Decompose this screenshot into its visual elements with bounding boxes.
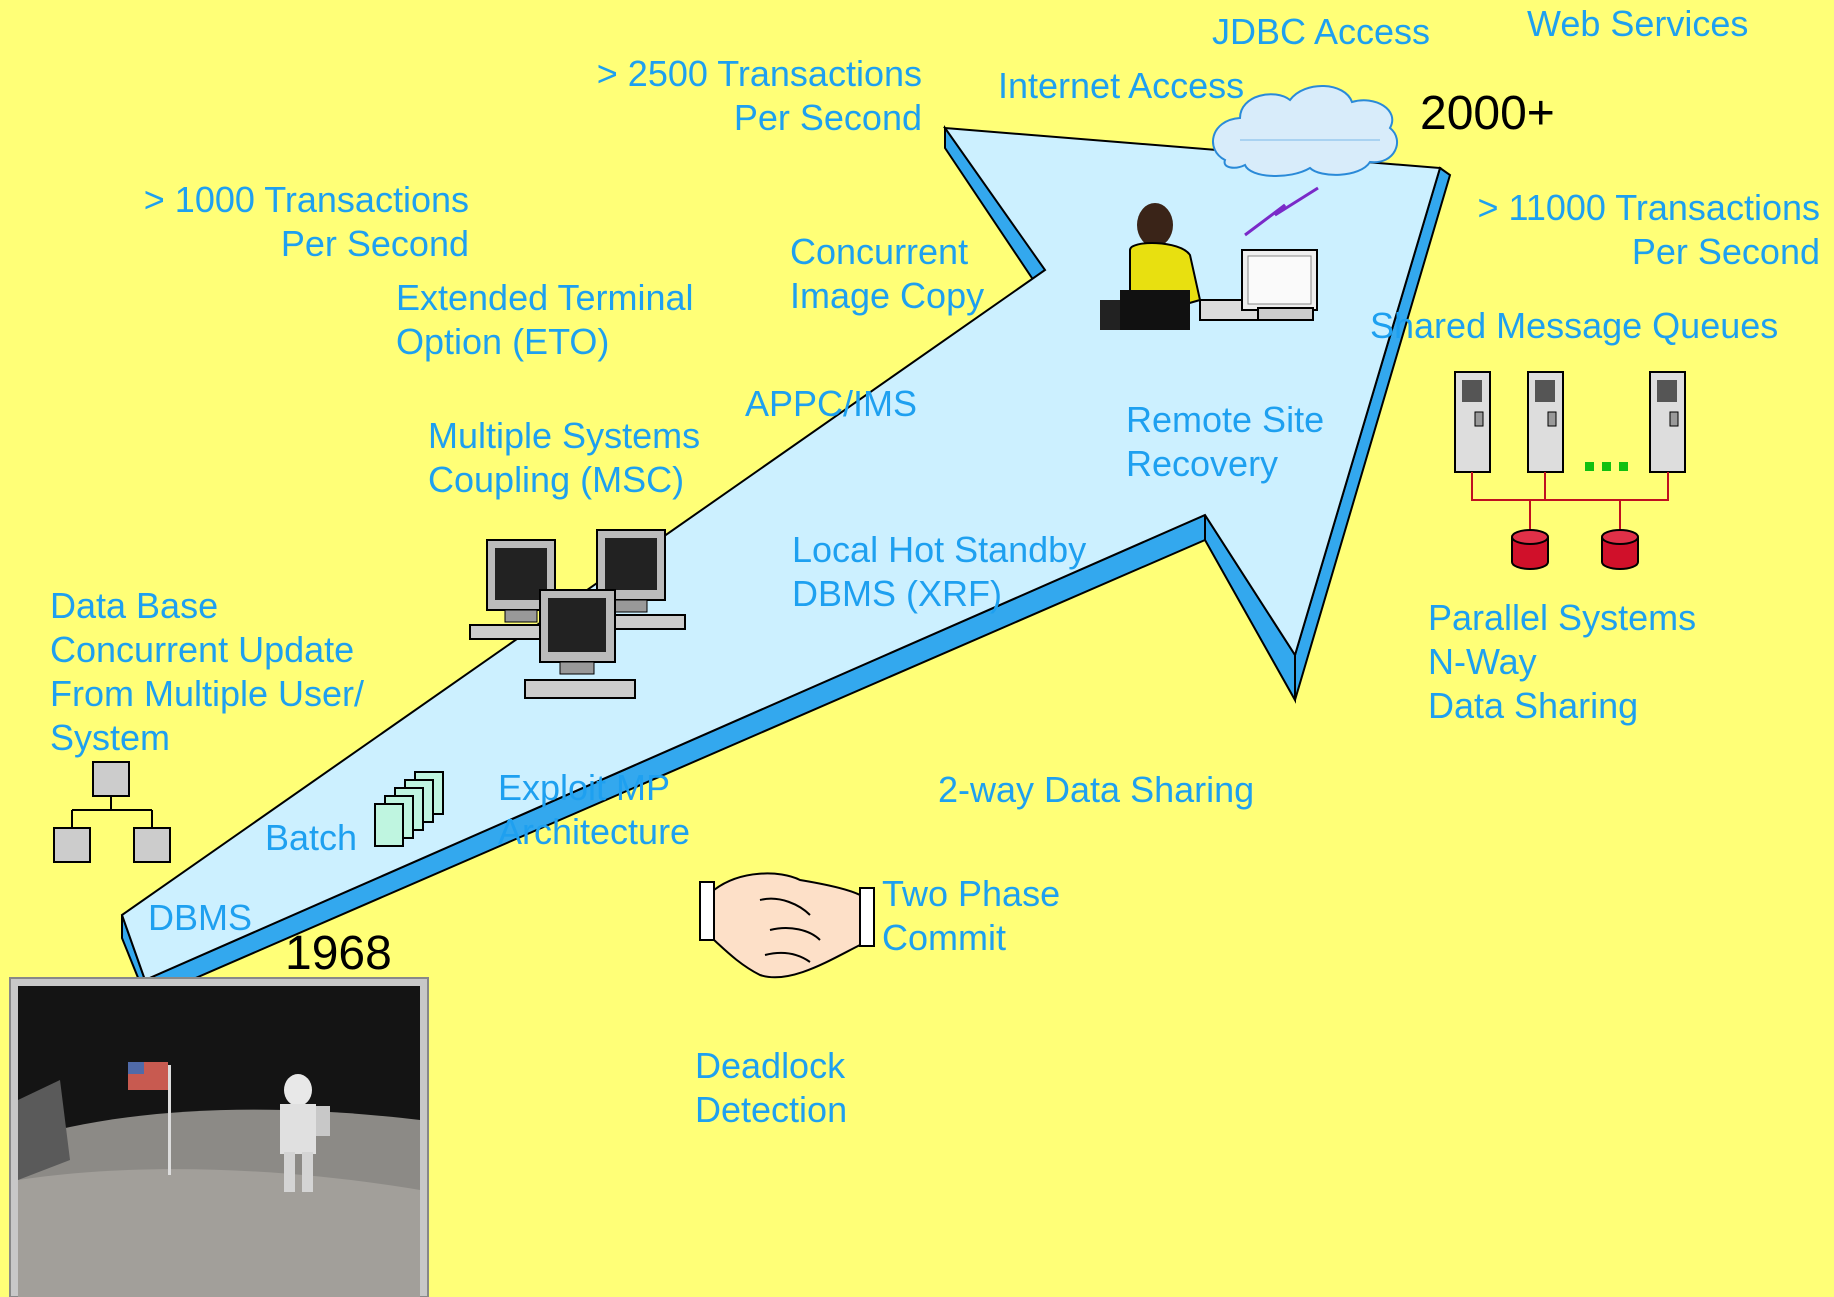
- label-two-phase-commit: Two Phase Commit: [882, 873, 1061, 958]
- growth-arrow: [120, 124, 1452, 1002]
- moon-landing-photo: [9, 977, 429, 1297]
- label-shared-mq: Shared Message Queues: [1370, 305, 1779, 346]
- label-batch: Batch: [265, 817, 358, 858]
- label-remote-site-recovery: Remote Site Recovery: [1126, 399, 1325, 484]
- year-end: 2000+: [1420, 87, 1555, 140]
- arrow-face: [120, 126, 1442, 982]
- label-exploit-mp: Exploit MP Architecture: [498, 767, 691, 852]
- label-tps-2500: > 2500 Transactions Per Second: [596, 53, 922, 138]
- server-cluster-icon: [1454, 371, 1686, 570]
- label-xrf: Local Hot Standby DBMS (XRF): [792, 529, 1087, 614]
- label-appc-ims: APPC/IMS: [745, 383, 918, 424]
- label-web-services: Web Services: [1527, 3, 1749, 44]
- label-db-concurrent-update: Data Base Concurrent Update From Multipl…: [50, 585, 365, 758]
- handshake-icon: [699, 872, 875, 979]
- label-msc: Multiple Systems Coupling (MSC): [428, 415, 701, 500]
- lightning-icon: [1244, 186, 1319, 237]
- cloud-icon: [1212, 85, 1399, 177]
- year-start: 1968: [285, 927, 392, 980]
- label-deadlock: Deadlock Detection: [695, 1045, 848, 1130]
- label-internet-access: Internet Access: [998, 65, 1245, 106]
- label-tps-11000: > 11000 Transactions Per Second: [1477, 187, 1820, 272]
- label-tps-1000: > 1000 Transactions Per Second: [143, 179, 469, 264]
- label-dbms: DBMS: [148, 897, 253, 938]
- batch-documents-icon: [374, 771, 444, 847]
- label-two-way-sharing: 2-way Data Sharing: [938, 769, 1255, 810]
- label-jdbc-access: JDBC Access: [1212, 11, 1431, 52]
- terminals-icon: [469, 529, 686, 699]
- person-at-computer-icon: [1100, 203, 1318, 330]
- label-concurrent-image-copy: Concurrent Image Copy: [790, 231, 985, 316]
- hierarchy-icon: [53, 761, 171, 863]
- label-parallel-systems: Parallel Systems N-Way Data Sharing: [1428, 597, 1697, 726]
- label-eto: Extended Terminal Option (ETO): [396, 277, 694, 362]
